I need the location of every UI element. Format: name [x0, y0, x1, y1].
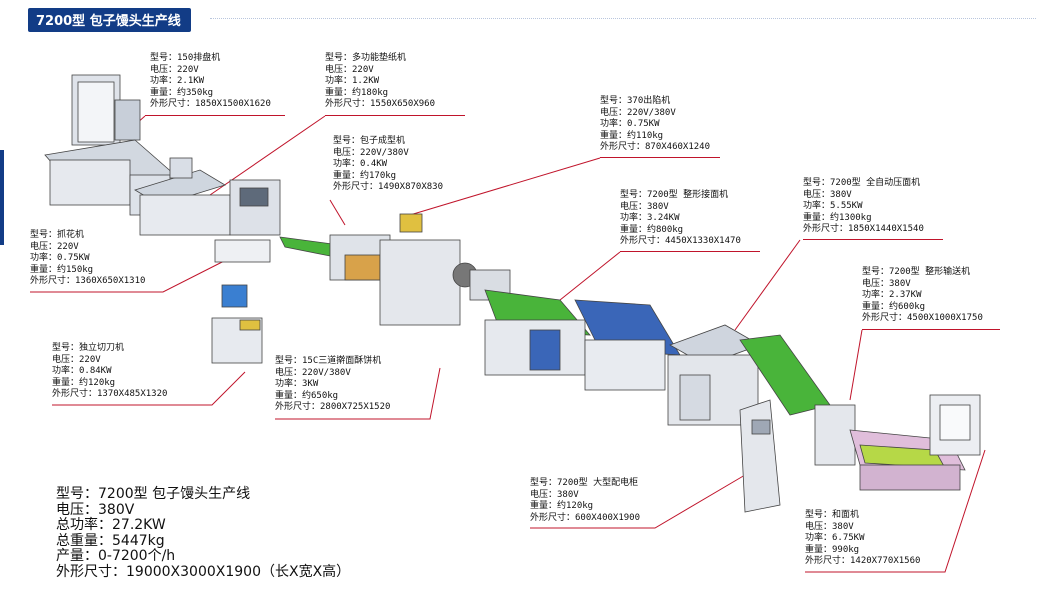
spec-line: 功率：6.75KW: [805, 533, 865, 544]
summary-model: 型号：7200型 包子馒头生产线: [56, 486, 251, 502]
spec-line: 重量：约180kg: [325, 87, 389, 98]
spec-line: 外形尺寸：1360X650X1310: [30, 276, 146, 287]
spec-line: 重量：约120kg: [52, 377, 116, 388]
header-divider: [210, 18, 1036, 19]
spec-line: 功率：0.4KW: [333, 159, 388, 170]
spec-line: 重量：约600kg: [862, 301, 926, 312]
spec-line: 电压：220V/380V: [600, 107, 676, 118]
page-title: 7200型 包子馒头生产线: [28, 8, 191, 32]
spec-power-cabinet: 型号：7200型 大型配电柜 电压：380V 重量：约120kg 外形尺寸：60…: [530, 478, 640, 524]
spec-line: 型号：独立切刀机: [52, 343, 125, 353]
spec-line: 外形尺寸：1850X1500X1620: [150, 99, 271, 110]
spec-line: 重量：约1300kg: [803, 212, 872, 223]
spec-line: 型号：多功能垫纸机: [325, 53, 407, 63]
spec-line: 电压：380V: [530, 489, 579, 500]
spec-dough-mixer: 型号：和面机 电压：380V 功率：6.75KW 重量：990kg 外形尺寸：1…: [805, 510, 920, 568]
spec-line: 功率：5.55KW: [803, 201, 863, 212]
summary-output: 产量：0-7200个/h: [56, 548, 176, 565]
spec-line: 电压：220V/380V: [275, 367, 351, 378]
leader-underline: [803, 239, 943, 240]
summary-voltage: 电压：380V: [56, 501, 135, 518]
leader-underline: [620, 251, 760, 252]
leader-underline: [145, 115, 285, 116]
spec-line: 电压：220V: [150, 64, 199, 75]
spec-line: 电压：220V: [325, 64, 374, 75]
spec-line: 外形尺寸：1420X770X1560: [805, 556, 921, 567]
spec-line: 外形尺寸：4450X1330X1470: [620, 236, 741, 247]
spec-line: 功率：3KW: [275, 379, 319, 390]
former-art: [279, 213, 511, 326]
paper-machine-art: [134, 157, 281, 263]
cutter-art: [211, 284, 263, 364]
spec-line: 重量：约650kg: [275, 390, 339, 401]
spec-line: 型号：7200型 全自动压面机: [803, 178, 921, 188]
spec-line: 重量：约350kg: [150, 87, 214, 98]
spec-line: 重量：约800kg: [620, 224, 684, 235]
summary-total-weight: 总重量：5447kg: [56, 532, 165, 549]
conveyor-art: [814, 394, 981, 491]
spec-line: 电压：380V: [803, 189, 852, 200]
spec-tray-machine: 型号：150排盘机 电压：220V 功率：2.1KW 重量：约350kg 外形尺…: [150, 53, 271, 111]
spec-line: 型号：370出陷机: [600, 96, 671, 106]
summary-total-power: 总功率：27.2KW: [56, 517, 166, 534]
leader-underline: [600, 157, 720, 158]
spec-bun-former: 型号：包子成型机 电压：220V/380V 功率：0.4KW 重量：约170kg…: [333, 136, 443, 194]
leader-underline: [325, 115, 465, 116]
line-summary: 型号：7200型 包子馒头生产线 电压：380V 总功率：27.2KW 总重量：…: [56, 486, 351, 581]
spec-line: 外形尺寸：600X400X1900: [530, 512, 641, 523]
spec-press-machine: 型号：7200型 全自动压面机 电压：380V 功率：5.55KW 重量：约13…: [803, 178, 924, 236]
spec-line: 电压：380V: [620, 201, 669, 212]
spec-line: 型号：7200型 整形接面机: [620, 190, 729, 200]
spec-line: 电压：380V: [862, 278, 911, 289]
leader-underline: [862, 329, 1000, 330]
spec-sheeter-machine: 型号：15C三道擀面酥饼机 电压：220V/380V 功率：3KW 重量：约65…: [275, 356, 390, 414]
sheeter-art: [484, 289, 681, 391]
spec-line: 电压：220V: [52, 354, 101, 365]
spec-line: 电压：220V: [30, 241, 79, 252]
spec-line: 功率：2.1KW: [150, 76, 205, 87]
spec-line: 电压：380V: [805, 521, 854, 532]
spec-line: 功率：0.75KW: [30, 253, 90, 264]
spec-line: 型号：7200型 整形输送机: [862, 267, 971, 277]
spec-shaping-machine: 型号：7200型 整形接面机 电压：380V 功率：3.24KW 重量：约800…: [620, 190, 741, 248]
spec-line: 重量：约150kg: [30, 264, 94, 275]
spec-line: 外形尺寸：2800X725X1520: [275, 402, 391, 413]
spec-line: 重量：约110kg: [600, 130, 664, 141]
spec-flower-machine: 型号：抓花机 电压：220V 功率：0.75KW 重量：约150kg 外形尺寸：…: [30, 230, 145, 288]
spec-line: 型号：和面机: [805, 510, 860, 520]
spec-line: 重量：约120kg: [530, 501, 594, 512]
spec-line: 外形尺寸：1370X485X1320: [52, 389, 168, 400]
spec-line: 电压：220V/380V: [333, 147, 409, 158]
summary-dimensions: 外形尺寸：19000X3000X1900（长X宽X高）: [56, 563, 351, 580]
spec-line: 功率：1.2KW: [325, 76, 380, 87]
leader-lines: [30, 115, 986, 573]
spec-line: 型号：抓花机: [30, 230, 85, 240]
spec-line: 重量：约170kg: [333, 170, 397, 181]
spec-line: 功率：0.84KW: [52, 366, 112, 377]
spec-line: 功率：3.24KW: [620, 213, 680, 224]
spec-line: 外形尺寸：1550X650X960: [325, 99, 436, 110]
cabinet-art: [739, 399, 781, 513]
spec-line: 外形尺寸：870X460X1240: [600, 142, 711, 153]
spec-line: 型号：7200型 大型配电柜: [530, 478, 639, 488]
spec-line: 外形尺寸：4500X1000X1750: [862, 313, 983, 324]
spec-line: 外形尺寸：1490X870X830: [333, 182, 444, 193]
spec-line: 重量：990kg: [805, 544, 860, 555]
spec-filling-machine: 型号：370出陷机 电压：220V/380V 功率：0.75KW 重量：约110…: [600, 96, 710, 154]
side-accent-bar: [0, 150, 4, 245]
spec-conveyor: 型号：7200型 整形输送机 电压：380V 功率：2.37KW 重量：约600…: [862, 267, 983, 325]
spec-line: 外形尺寸：1850X1440X1540: [803, 224, 924, 235]
spec-line: 功率：2.37KW: [862, 290, 922, 301]
spec-line: 型号：150排盘机: [150, 53, 221, 63]
spec-line: 功率：0.75KW: [600, 119, 660, 130]
spec-line: 型号：15C三道擀面酥饼机: [275, 356, 382, 366]
spec-line: 型号：包子成型机: [333, 136, 406, 146]
spec-paper-machine: 型号：多功能垫纸机 电压：220V 功率：1.2KW 重量：约180kg 外形尺…: [325, 53, 435, 111]
spec-cutter-machine: 型号：独立切刀机 电压：220V 功率：0.84KW 重量：约120kg 外形尺…: [52, 343, 167, 401]
